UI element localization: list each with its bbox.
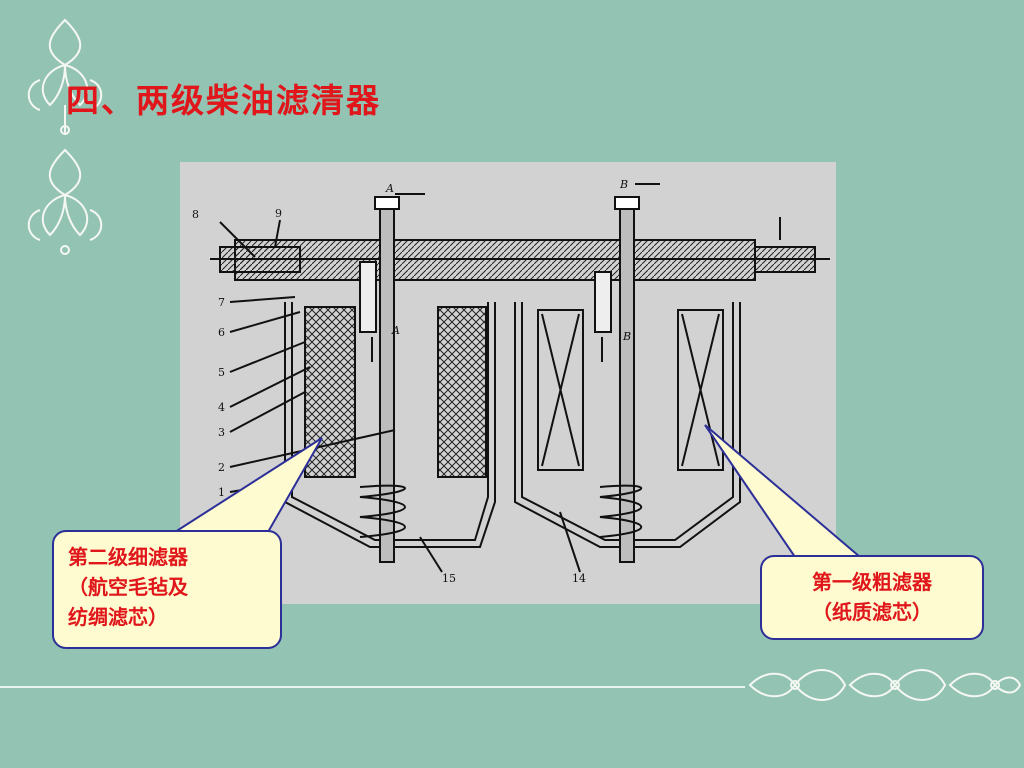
callout-fine-line-3: 纺绸滤芯） <box>68 605 168 629</box>
floral-ornament-left <box>27 18 103 255</box>
label-4: 4 <box>218 401 225 414</box>
callout-coarse-line-1: 第一级粗滤器 <box>812 570 932 594</box>
label-5: 5 <box>218 366 225 379</box>
label-2: 2 <box>218 461 225 474</box>
filter-cross-section-drawing: 8 9 7 6 5 4 3 2 1 15 14 A A B B <box>192 178 830 585</box>
floral-ornament-bottom <box>748 669 1022 701</box>
divider-line <box>0 686 745 688</box>
label-9: 9 <box>275 207 282 220</box>
label-7: 7 <box>218 296 225 309</box>
label-14: 14 <box>572 572 586 585</box>
callout-coarse-line-2: （纸质滤芯） <box>812 600 932 624</box>
label-15: 15 <box>442 572 456 585</box>
filter-diagram-figure: 8 9 7 6 5 4 3 2 1 15 14 A A B B <box>180 162 836 604</box>
label-a-mid: A <box>391 324 400 337</box>
callout-fine-line-2: （航空毛毡及 <box>68 575 188 599</box>
label-b-mid: B <box>622 330 631 343</box>
label-1: 1 <box>218 486 225 499</box>
callout-coarse-filter: 第一级粗滤器 （纸质滤芯） <box>760 555 984 640</box>
label-a-top: A <box>385 182 394 195</box>
label-6: 6 <box>218 326 225 339</box>
callout-fine-filter: 第二级细滤器 （航空毛毡及 纺绸滤芯） <box>52 530 282 649</box>
page-title: 四、两级柴油滤清器 <box>66 81 381 120</box>
label-8: 8 <box>192 208 199 221</box>
callout-fine-line-1: 第二级细滤器 <box>68 545 188 569</box>
label-b-top: B <box>619 178 628 191</box>
label-3: 3 <box>218 426 225 439</box>
